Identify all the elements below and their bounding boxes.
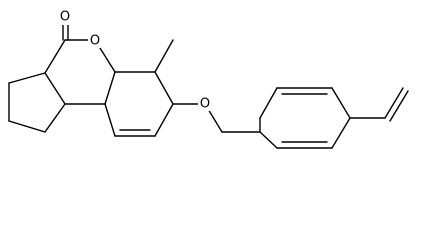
bond-vinyl-double-b	[389, 90, 409, 122]
ring-oxygen-mask	[88, 34, 102, 48]
carbonyl-oxygen-mask	[58, 9, 72, 25]
bond-c9-c9a	[104, 103, 116, 137]
bond-c3-c9b	[44, 103, 66, 133]
bond-c2-c3	[8, 120, 46, 133]
bonds	[8, 23, 409, 149]
bond-c3a-c1	[8, 72, 46, 84]
bond-c7-c8	[154, 103, 174, 137]
bond-vinyl-double-a	[384, 87, 404, 119]
bond-c6-methyl	[154, 39, 174, 73]
bond-c4p-c5p	[331, 87, 351, 119]
chemical-structure: O O O	[8, 9, 409, 149]
ether-oxygen-mask	[198, 97, 212, 111]
carbonyl-oxygen-label: O	[60, 10, 70, 25]
ring-oxygen-label: O	[90, 34, 100, 49]
bond-c3a-c4	[44, 39, 66, 74]
bond-c1p-c2p	[259, 131, 278, 149]
bond-c6-c7	[154, 71, 174, 105]
bond-c3p-c4p	[331, 117, 351, 149]
atom-labels: O O O	[58, 9, 212, 112]
bond-c6p-c1p	[259, 87, 278, 119]
ether-oxygen-label: O	[200, 97, 210, 112]
bond-c3a-c9b	[44, 72, 66, 105]
bond-c5a-c9a	[104, 71, 116, 105]
